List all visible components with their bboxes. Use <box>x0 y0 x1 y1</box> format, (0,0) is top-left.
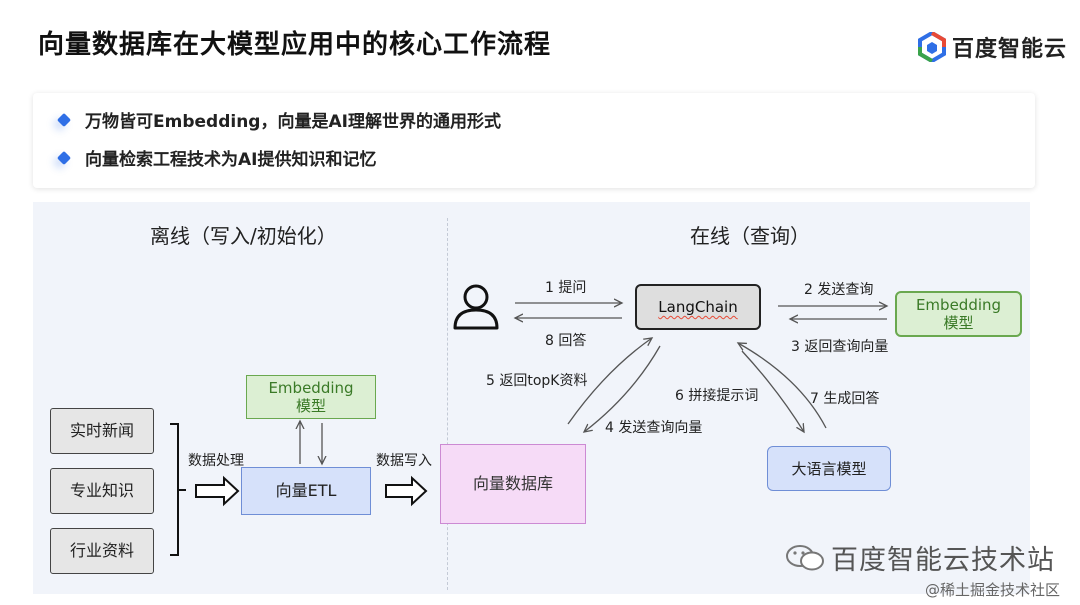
bullet-text: 万物皆可Embedding，向量是AI理解世界的通用形式 <box>85 112 501 132</box>
vector-database-box: 向量数据库 <box>440 444 586 524</box>
online-embedding-model: Embedding 模型 <box>895 291 1022 337</box>
write-hollow-arrow <box>385 475 428 507</box>
step-7-label: 7 生成回答 <box>810 391 880 407</box>
embedding-sub-label: 模型 <box>943 314 974 332</box>
source-professional-knowledge: 专业知识 <box>50 468 154 514</box>
logo-text: 百度智能云 <box>952 37 1068 62</box>
step-1-label: 1 提问 <box>545 280 587 296</box>
embedding-label: Embedding <box>268 379 354 397</box>
offline-online-divider <box>447 218 448 590</box>
process-hollow-arrow <box>195 475 240 507</box>
step-3-label: 3 返回查询向量 <box>791 339 889 355</box>
bullet-item: 向量检索工程技术为AI提供知识和记忆 <box>56 145 377 170</box>
step-4-label: 4 发送查询向量 <box>605 420 703 436</box>
offline-embedding-model: Embedding 模型 <box>246 375 376 419</box>
source-industry-data: 行业资料 <box>50 528 154 574</box>
bullet-card: 万物皆可Embedding，向量是AI理解世界的通用形式 向量检索工程技术为AI… <box>33 93 1035 188</box>
step-6-arrow <box>741 350 804 432</box>
langchain-label: LangChain <box>658 298 738 316</box>
embedding-label: Embedding <box>915 296 1002 314</box>
vector-etl-box: 向量ETL <box>241 467 371 515</box>
source-realtime-news: 实时新闻 <box>50 408 154 454</box>
credit-text: @稀土掘金技术社区 <box>925 581 1061 599</box>
online-title: 在线（查询） <box>690 224 810 248</box>
langchain-box: LangChain <box>635 284 761 330</box>
wechat-icon <box>786 544 824 570</box>
wechat-watermark: 百度智能云技术站 <box>785 538 1055 577</box>
step-4-arrow <box>584 345 661 432</box>
brand-logo: 百度智能云 <box>918 30 1067 64</box>
step-2-label: 2 发送查询 <box>804 282 874 298</box>
llm-box: 大语言模型 <box>767 446 891 491</box>
diagram-panel <box>33 202 1030 594</box>
bullet-item: 万物皆可Embedding，向量是AI理解世界的通用形式 <box>56 107 501 132</box>
bullet-text: 向量检索工程技术为AI提供知识和记忆 <box>85 150 377 170</box>
step-5-arrow <box>567 338 652 425</box>
sources-brace <box>170 423 186 556</box>
watermark-text: 百度智能云技术站 <box>831 545 1055 576</box>
data-write-label: 数据写入 <box>376 453 432 469</box>
embedding-sub-label: 模型 <box>295 397 326 415</box>
step-7-arrow <box>738 343 827 429</box>
step-8-label: 8 回答 <box>545 333 587 349</box>
hexagon-logo-icon <box>918 32 946 62</box>
data-processing-label: 数据处理 <box>188 453 244 469</box>
step-6-label: 6 拼接提示词 <box>675 388 759 404</box>
page-title: 向量数据库在大模型应用中的核心工作流程 <box>38 30 552 60</box>
user-icon <box>453 284 499 330</box>
step-5-label: 5 返回topK资料 <box>486 373 588 389</box>
offline-title: 离线（写入/初始化） <box>150 224 337 248</box>
